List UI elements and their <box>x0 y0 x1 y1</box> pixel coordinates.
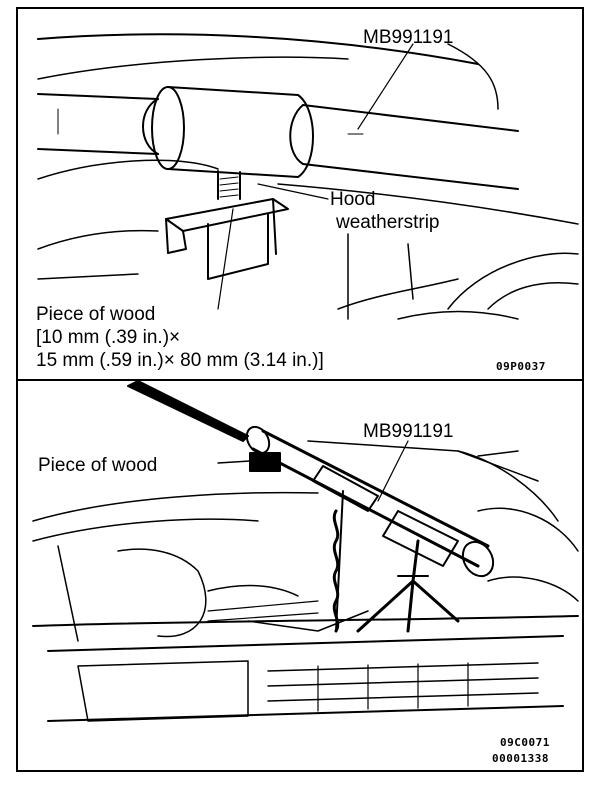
weatherstrip-label-line2: weatherstrip <box>336 212 440 233</box>
top-panel-illustration <box>37 33 579 320</box>
bottom-figure-code-2: 00001338 <box>492 752 549 765</box>
weatherstrip-label-line1: Hood <box>330 189 376 210</box>
bottom-tool-label: MB991191 <box>363 421 454 442</box>
wood-label-line1: Piece of wood <box>36 304 156 325</box>
wood-label-line2: [10 mm (.39 in.)× <box>36 327 181 348</box>
panel-divider <box>18 379 582 381</box>
top-figure-code: 09P0037 <box>496 360 546 373</box>
bottom-wood-label: Piece of wood <box>38 455 158 476</box>
top-tool-label: MB991191 <box>363 27 454 48</box>
illustration-frame: MB991191 Hood weatherstrip Piece of wood… <box>16 7 584 772</box>
wood-label-line3: 15 mm (.59 in.)× 80 mm (3.14 in.)] <box>36 350 324 371</box>
bottom-figure-code-1: 09C0071 <box>500 736 550 749</box>
bottom-panel-illustration <box>32 381 579 722</box>
